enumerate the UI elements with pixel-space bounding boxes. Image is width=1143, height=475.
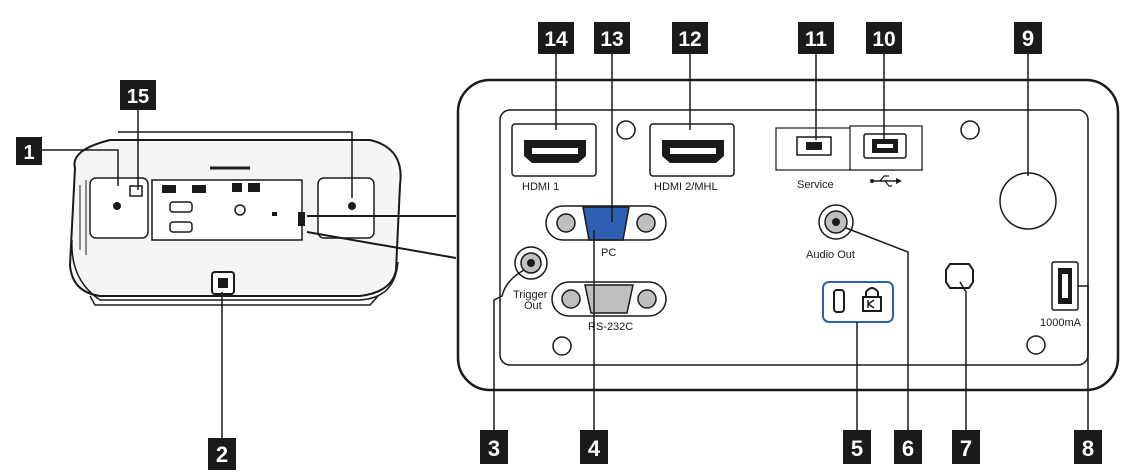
svg-text:2: 2 [216,442,228,467]
svg-text:8: 8 [1082,436,1094,461]
usb-power-port: 1000mA [1040,261,1082,329]
callout-6: 6 [894,430,922,464]
callout-13: 13 [594,22,630,54]
service-usb-group: Service [775,125,923,191]
svg-text:13: 13 [600,28,623,51]
svg-text:12: 12 [678,28,701,51]
callout-15: 15 [120,80,156,110]
callout-9: 9 [1014,22,1042,54]
callout-11: 11 [798,22,834,54]
rs232c-label: RS-232C [588,321,633,333]
security-slot [833,289,845,313]
service-label: Service [797,179,834,191]
svg-text:15: 15 [127,86,149,108]
lock-icon [862,287,882,312]
svg-text:11: 11 [805,28,828,51]
callout-1: 1 [16,137,42,165]
svg-text:4: 4 [588,436,601,461]
audio-out-label: Audio Out [806,249,855,261]
power-rating-label: 1000mA [1040,317,1082,329]
mount-hole [1026,335,1046,355]
svg-text:14: 14 [544,28,568,51]
svg-text:6: 6 [902,436,914,461]
hdmi1-label: HDMI 1 [522,181,559,193]
mount-hole [616,120,636,140]
callouts: 1 15 14 13 12 11 10 9 2 3 4 5 6 7 8 [16,22,1102,470]
left-screw [113,202,121,210]
projector-security-slot [298,212,305,226]
callout-4: 4 [580,430,608,464]
usb-icon [870,175,902,187]
mount-hole [552,336,572,356]
pc-port: PC [545,205,667,259]
security-slot-group [822,281,894,323]
pc-label: PC [601,247,616,259]
remote-receiver [999,172,1057,230]
projector-illustration [68,139,402,306]
trigger-label-2: Out [524,300,542,312]
right-screw [348,202,356,210]
svg-text:1: 1 [23,142,34,164]
leader-lines [42,52,1089,438]
zoom-panel: HDMI 1 HDMI 2/MHL PC Trigger Out [306,78,1120,392]
hdmi2-label: HDMI 2/MHL [654,181,718,193]
callout-12: 12 [672,22,708,54]
svg-text:7: 7 [960,436,972,461]
callout-7: 7 [952,430,980,464]
callout-10: 10 [866,22,902,54]
projector-service-port [129,185,143,197]
callout-5: 5 [843,430,871,464]
mount-hole [960,120,980,140]
svg-text:5: 5 [851,436,863,461]
callout-2: 2 [208,438,236,470]
hdmi2-port: HDMI 2/MHL [649,123,735,193]
svg-text:10: 10 [872,28,895,51]
callout-8: 8 [1074,430,1102,464]
trigger-label-1: Trigger [513,289,548,301]
hdmi1-port: HDMI 1 [511,123,597,193]
svg-text:9: 9 [1022,26,1034,51]
callout-3: 3 [480,430,508,464]
right-vent [317,177,375,239]
audio-out-port: Audio Out [806,204,855,261]
svg-text:3: 3 [488,436,500,461]
rs232c-port: RS-232C [551,281,667,333]
callout-14: 14 [538,22,574,54]
power-inlet [945,263,974,289]
